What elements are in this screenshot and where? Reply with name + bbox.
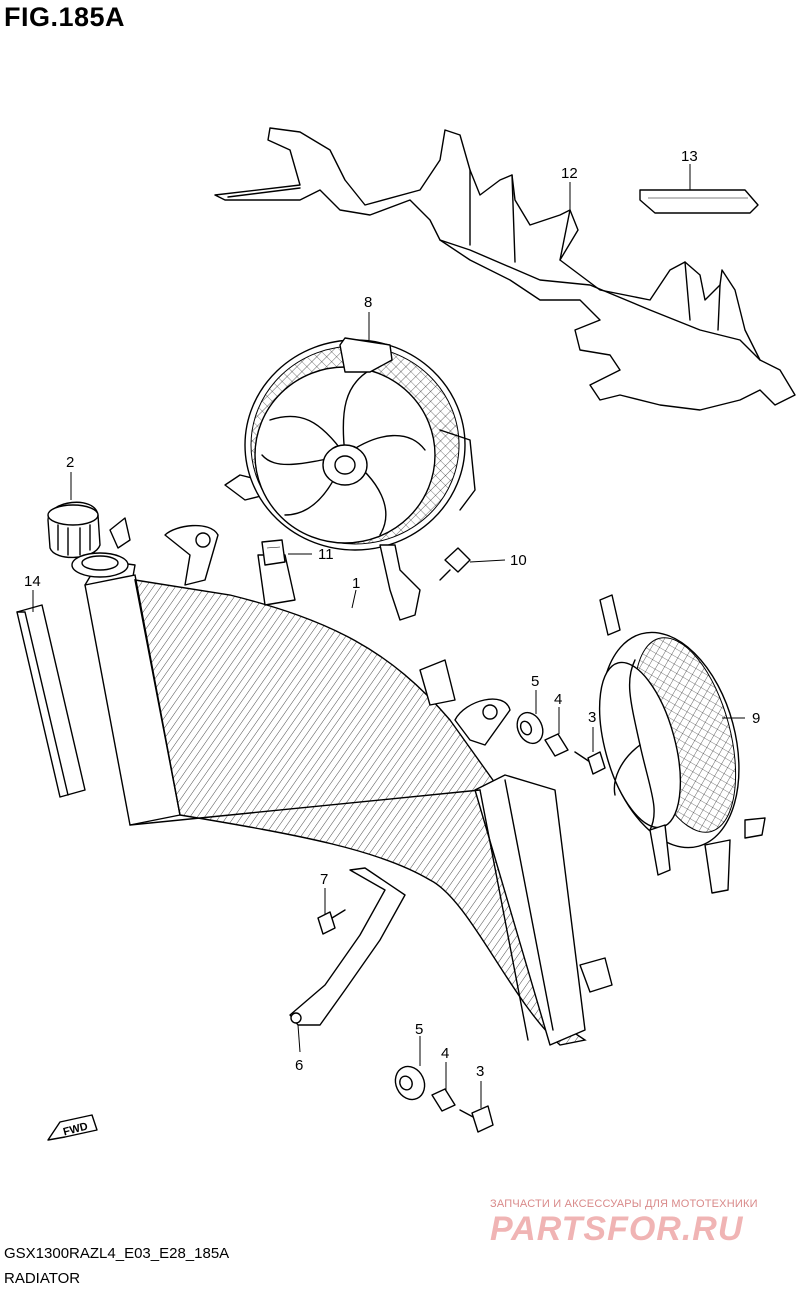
bolt-upper (574, 751, 606, 775)
fwd-arrow: FWD (47, 1114, 98, 1141)
grommet-lower (394, 1065, 426, 1101)
callout-3-lower: 3 (476, 1063, 484, 1080)
grommet-upper (516, 711, 544, 745)
callout-1: 1 (352, 575, 360, 592)
callout-5-lower: 5 (415, 1021, 423, 1038)
callout-4-upper: 4 (554, 691, 562, 708)
callout-11: 11 (318, 546, 334, 563)
pad-part-13 (639, 189, 759, 214)
callout-14: 14 (24, 573, 41, 590)
clip-nut (261, 539, 286, 566)
figure-title: FIG.185A (4, 2, 126, 32)
callout-3-upper: 3 (588, 709, 596, 726)
bolt-lower (459, 1105, 494, 1133)
watermark-tagline: ЗАПЧАСТИ И АКСЕССУАРЫ ДЛЯ МОТОТЕХНИКИ (490, 1198, 758, 1210)
callout-10: 10 (510, 552, 527, 569)
leader-lines (32, 164, 745, 1108)
collar-lower (431, 1088, 456, 1112)
callout-4-lower: 4 (441, 1045, 449, 1062)
callout-6: 6 (295, 1057, 303, 1074)
bolt-part-10 (439, 547, 471, 581)
callout-7: 7 (320, 871, 328, 888)
air-guide-shroud (214, 127, 796, 411)
bolt-part-7 (317, 909, 346, 935)
cooling-fan-upper (224, 337, 476, 621)
callout-8: 8 (364, 294, 372, 311)
foam-strip (16, 604, 86, 798)
collar-upper (544, 733, 569, 757)
callout-5-upper: 5 (531, 673, 539, 690)
radiator-core (71, 517, 613, 1046)
section-name: RADIATOR (4, 1270, 81, 1287)
bracket-part-6 (289, 867, 406, 1026)
callout-13: 13 (681, 148, 698, 165)
watermark-logo: PARTSFOR.RU (490, 1210, 744, 1248)
cooling-fan-side (598, 594, 766, 894)
model-code: GSX1300RAZL4_E03_E28_185A (4, 1245, 230, 1262)
callout-12: 12 (561, 165, 578, 182)
callout-9: 9 (752, 710, 760, 727)
radiator-cap (47, 501, 101, 559)
callout-2: 2 (66, 454, 74, 471)
